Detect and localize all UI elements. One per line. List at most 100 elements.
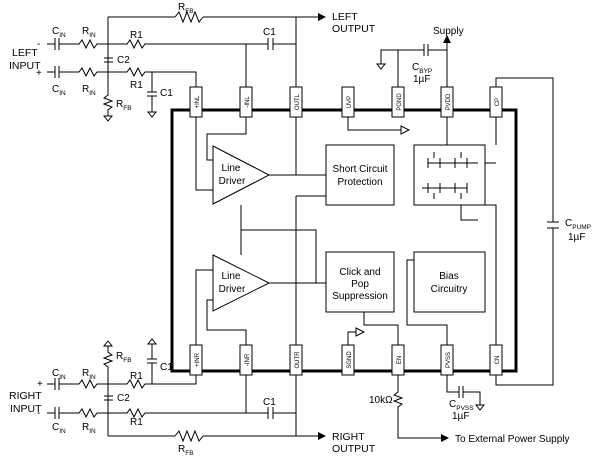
left-output-label-line1: LEFT (332, 11, 358, 23)
pin-outl: OUTL (289, 86, 303, 118)
svg-text:CN: CN (495, 356, 501, 365)
svg-text:RFB: RFB (116, 99, 132, 112)
svg-text:CIN: CIN (52, 422, 66, 435)
right-input-label-line1: RIGHT (9, 390, 42, 402)
c2-top-label: C2 (117, 55, 130, 66)
svg-text:Circuitry: Circuitry (431, 284, 468, 295)
svg-text:Bias: Bias (439, 271, 458, 282)
rfb-top-label: RFB (178, 2, 194, 15)
cpump-value-label: 1µF (568, 232, 585, 243)
cpump-label: CPUMP (565, 218, 591, 231)
svg-text:UVP: UVP (347, 96, 353, 108)
right-input-network (47, 77, 559, 443)
external-supply-label: To External Power Supply (455, 434, 570, 445)
right-output-label-line1: RIGHT (332, 431, 365, 443)
rin-bottom-minus-label: RIN (82, 422, 96, 435)
c1-bottom-plus-label: C1 (160, 362, 173, 373)
cbyp-value-label: 1µF (413, 74, 430, 85)
svg-text:CIN: CIN (52, 84, 66, 97)
svg-text:PVSS: PVSS (446, 352, 452, 368)
c1-bottom-label: C1 (263, 397, 276, 408)
c1-top-plus-label: C1 (160, 88, 173, 99)
svg-text:Driver: Driver (219, 284, 246, 295)
cin-bottom-minus-label: CIN (52, 422, 66, 435)
svg-text:RFB: RFB (178, 2, 194, 15)
svg-text:Driver: Driver (219, 176, 246, 187)
left-plus-sign: + (36, 68, 42, 79)
svg-text:Pop: Pop (351, 279, 369, 290)
svg-text:+INL: +INL (195, 95, 201, 109)
pin-plus-inl: +INL (189, 86, 203, 118)
svg-text:+INR: +INR (195, 352, 201, 367)
right-output-label-line2: OUTPUT (332, 443, 376, 455)
rin-bottom-plus-label: RIN (82, 368, 96, 381)
bias-circuitry-block: Bias Circuitry (413, 251, 486, 313)
svg-text:SGND: SGND (347, 351, 353, 369)
svg-text:CIN: CIN (52, 26, 66, 39)
svg-text:OUTL: OUTL (295, 93, 301, 110)
c1-top-label: C1 (263, 27, 276, 38)
cin-bottom-plus-label: CIN (52, 368, 66, 381)
left-minus-sign: - (37, 39, 40, 50)
svg-text:Suppression: Suppression (332, 291, 388, 302)
svg-text:CPVSS: CPVSS (449, 399, 474, 412)
svg-text:Short Circuit: Short Circuit (332, 164, 387, 175)
line-driver-top: Line Driver (212, 145, 271, 205)
r1-bottom-plus-label: R1 (130, 371, 143, 382)
cbyp-label: CBYP (412, 62, 432, 75)
supply-label: Supply (433, 26, 464, 37)
left-input-label-line2: INPUT (9, 60, 41, 72)
click-pop-suppression-block: Click and Pop Suppression (325, 251, 395, 313)
svg-text:Click and: Click and (339, 267, 380, 278)
svg-text:RFB: RFB (178, 444, 194, 457)
pin-outr: OUTR (289, 344, 303, 376)
svg-text:RIN: RIN (82, 26, 96, 39)
pin-en: EN (391, 344, 405, 376)
right-minus-sign: - (37, 408, 40, 419)
svg-text:RIN: RIN (82, 422, 96, 435)
line-driver-bottom: Line Driver (212, 254, 271, 312)
pin-uvp: UVP (341, 86, 355, 118)
r1-top-minus-label: R1 (130, 30, 143, 41)
r1-top-plus-label: R1 (130, 80, 143, 91)
right-input-label-line2: INPUT (10, 403, 42, 415)
pin-pgnd: PGND (391, 86, 405, 118)
pin-minus-inl: -INL (239, 86, 253, 118)
svg-text:-INR: -INR (245, 353, 251, 366)
left-output-label-line2: OUTPUT (332, 23, 376, 35)
cpvss-value-label: 1µF (452, 411, 469, 422)
r1-bottom-minus-label: R1 (130, 417, 143, 428)
pin-minus-inr: -INR (239, 344, 253, 376)
svg-text:EN: EN (397, 356, 403, 364)
internal-wiring (195, 117, 497, 345)
svg-text:PGND: PGND (397, 93, 403, 111)
rin-top-plus-label: RIN (82, 84, 96, 97)
rfb-bottom-ground-label: RFB (116, 351, 132, 364)
c2-bottom-label: C2 (117, 393, 130, 404)
cin-top-minus-label: CIN (52, 26, 66, 39)
svg-text:CIN: CIN (52, 368, 66, 381)
rfb-bottom-label: RFB (178, 444, 194, 457)
left-input-label-line1: LEFT (12, 47, 38, 59)
charge-pump-switch-block (413, 144, 486, 206)
pin-sgnd: SGND (341, 344, 355, 376)
pin-pvdd: PVDD (440, 86, 454, 118)
svg-text:Protection: Protection (337, 177, 382, 188)
rfb-top-ground-label: RFB (116, 99, 132, 112)
svg-text:Line: Line (222, 163, 241, 174)
pin-cn: CN (489, 344, 503, 376)
pin-cp: CP (489, 86, 503, 118)
short-circuit-protection-block: Short Circuit Protection (325, 144, 395, 206)
rin-top-minus-label: RIN (82, 26, 96, 39)
svg-text:CP: CP (495, 98, 501, 106)
svg-text:-INL: -INL (245, 96, 251, 108)
svg-text:OUTR: OUTR (295, 351, 301, 369)
pin-plus-inr: +INR (189, 344, 203, 376)
pin-pvss: PVSS (440, 344, 454, 376)
svg-text:RIN: RIN (82, 84, 96, 97)
left-input-network (47, 10, 451, 122)
svg-text:CPUMP: CPUMP (565, 218, 591, 231)
svg-text:Line: Line (222, 271, 241, 282)
svg-text:CBYP: CBYP (412, 62, 432, 75)
svg-text:PVDD: PVDD (446, 93, 452, 110)
